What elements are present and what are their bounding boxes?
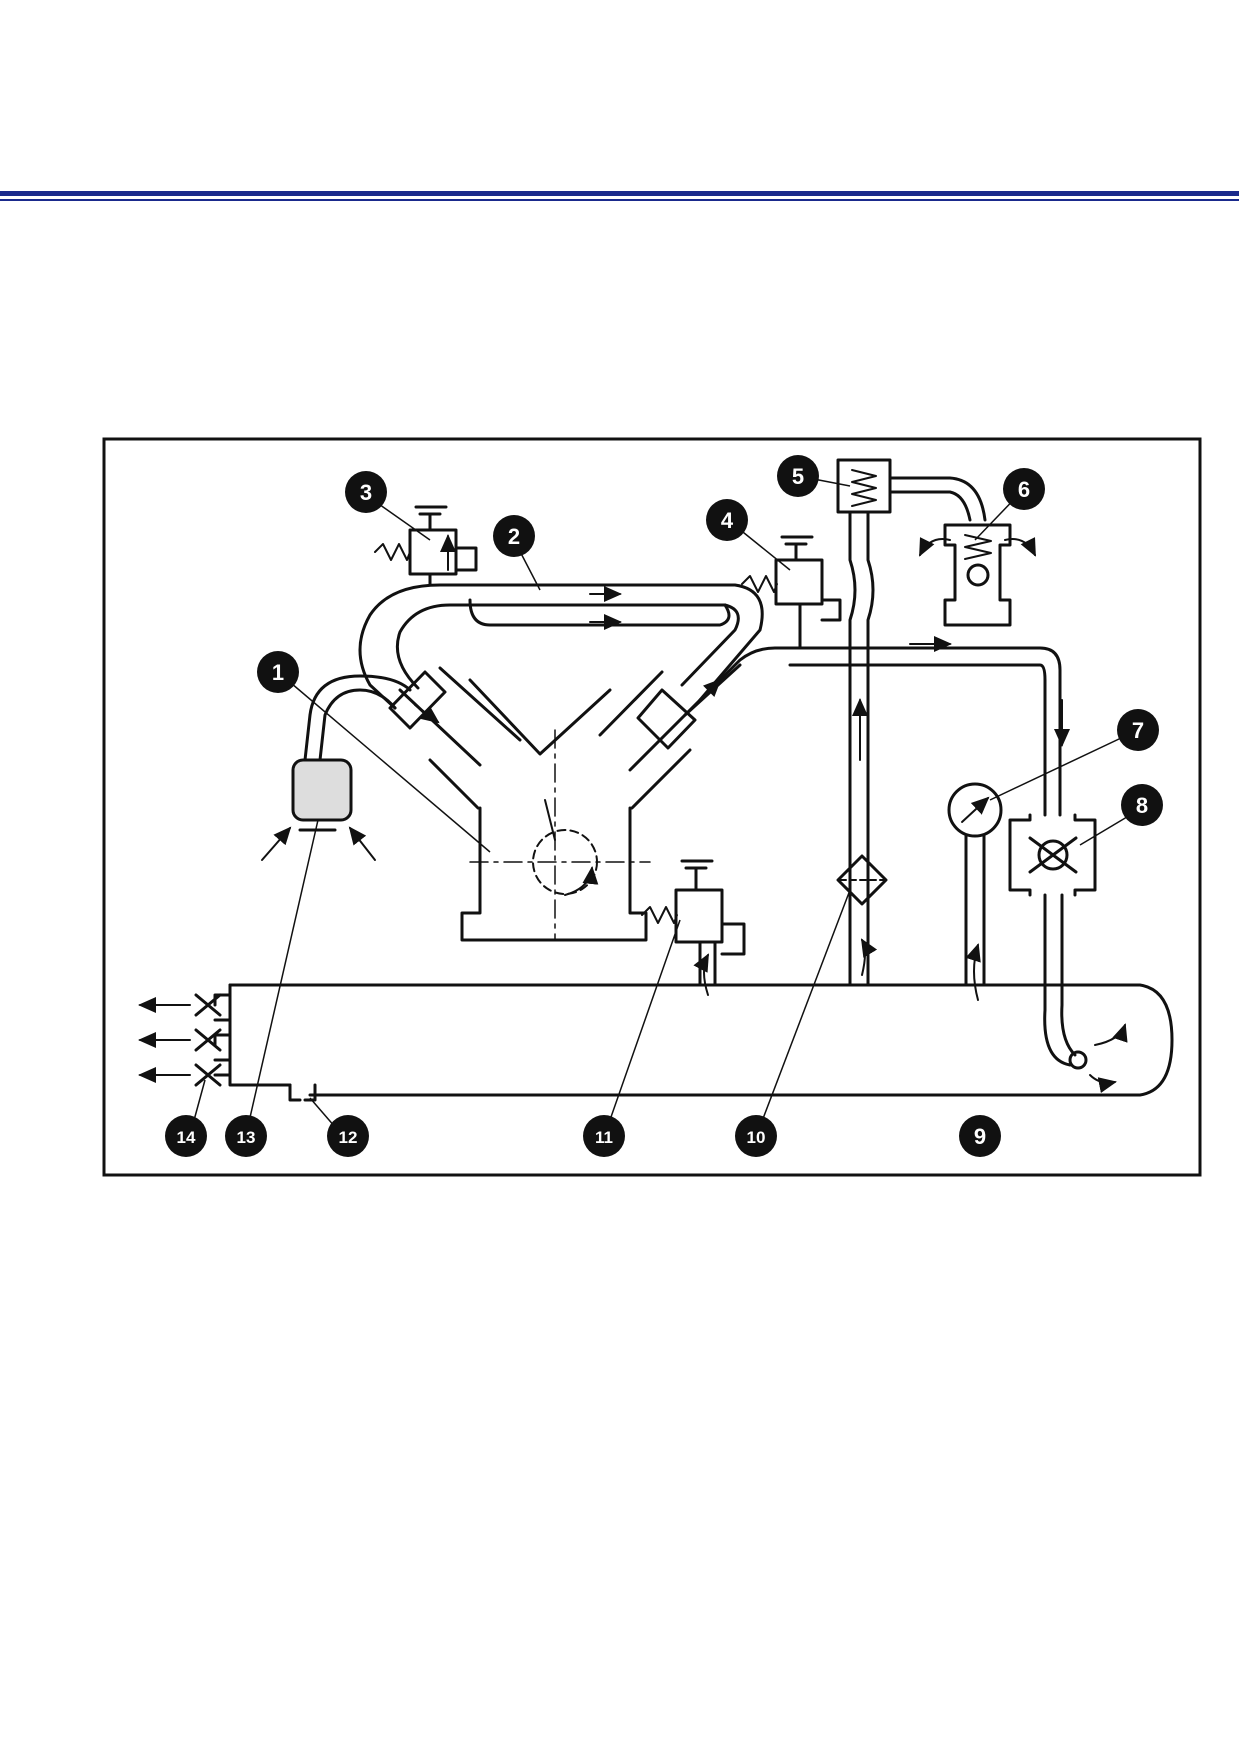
header-rule-thin [0, 199, 1239, 201]
svg-text:5: 5 [792, 464, 804, 489]
callout-5: 5 [777, 455, 819, 497]
callout-9: 9 [959, 1115, 1001, 1157]
intake-filter [261, 674, 440, 861]
svg-text:2: 2 [508, 524, 520, 549]
svg-text:10: 10 [747, 1128, 766, 1147]
outlet-valves [138, 993, 232, 1087]
callout-14: 14 [165, 1115, 207, 1157]
callout-8: 8 [1121, 784, 1163, 826]
check-valve [1008, 813, 1128, 1093]
svg-text:1: 1 [272, 660, 284, 685]
diagram-frame [102, 437, 1202, 1177]
svg-text:3: 3 [360, 480, 372, 505]
callout-12: 12 [327, 1115, 369, 1157]
callout-1: 1 [257, 651, 299, 693]
svg-text:14: 14 [177, 1128, 196, 1147]
pressure-switch-line [836, 458, 987, 987]
callout-3: 3 [345, 471, 387, 513]
svg-text:6: 6 [1018, 477, 1030, 502]
callout-11: 11 [583, 1115, 625, 1157]
callout-4: 4 [706, 499, 748, 541]
svg-text:7: 7 [1132, 718, 1144, 743]
compressor-block [388, 666, 702, 942]
callout-6: 6 [1003, 468, 1045, 510]
air-receiver-tank [228, 983, 1174, 1102]
svg-text:13: 13 [237, 1128, 256, 1147]
callout-13: 13 [225, 1115, 267, 1157]
callout-10: 10 [735, 1115, 777, 1157]
delivery-pipe [683, 636, 1070, 817]
header-rule-thick [0, 191, 1239, 196]
safety-valve-4 [741, 535, 842, 650]
svg-text:12: 12 [339, 1128, 358, 1147]
pressure-gauge [947, 782, 1003, 1001]
callout-2: 2 [493, 515, 535, 557]
intercooler [358, 583, 764, 710]
safety-valve-3 [374, 505, 478, 587]
svg-text:8: 8 [1136, 793, 1148, 818]
unloader-valve [919, 523, 1036, 627]
svg-text:4: 4 [721, 508, 734, 533]
safety-valve-11 [641, 859, 746, 996]
svg-text:11: 11 [595, 1128, 613, 1147]
svg-text:9: 9 [974, 1124, 986, 1149]
callout-7: 7 [1117, 709, 1159, 751]
